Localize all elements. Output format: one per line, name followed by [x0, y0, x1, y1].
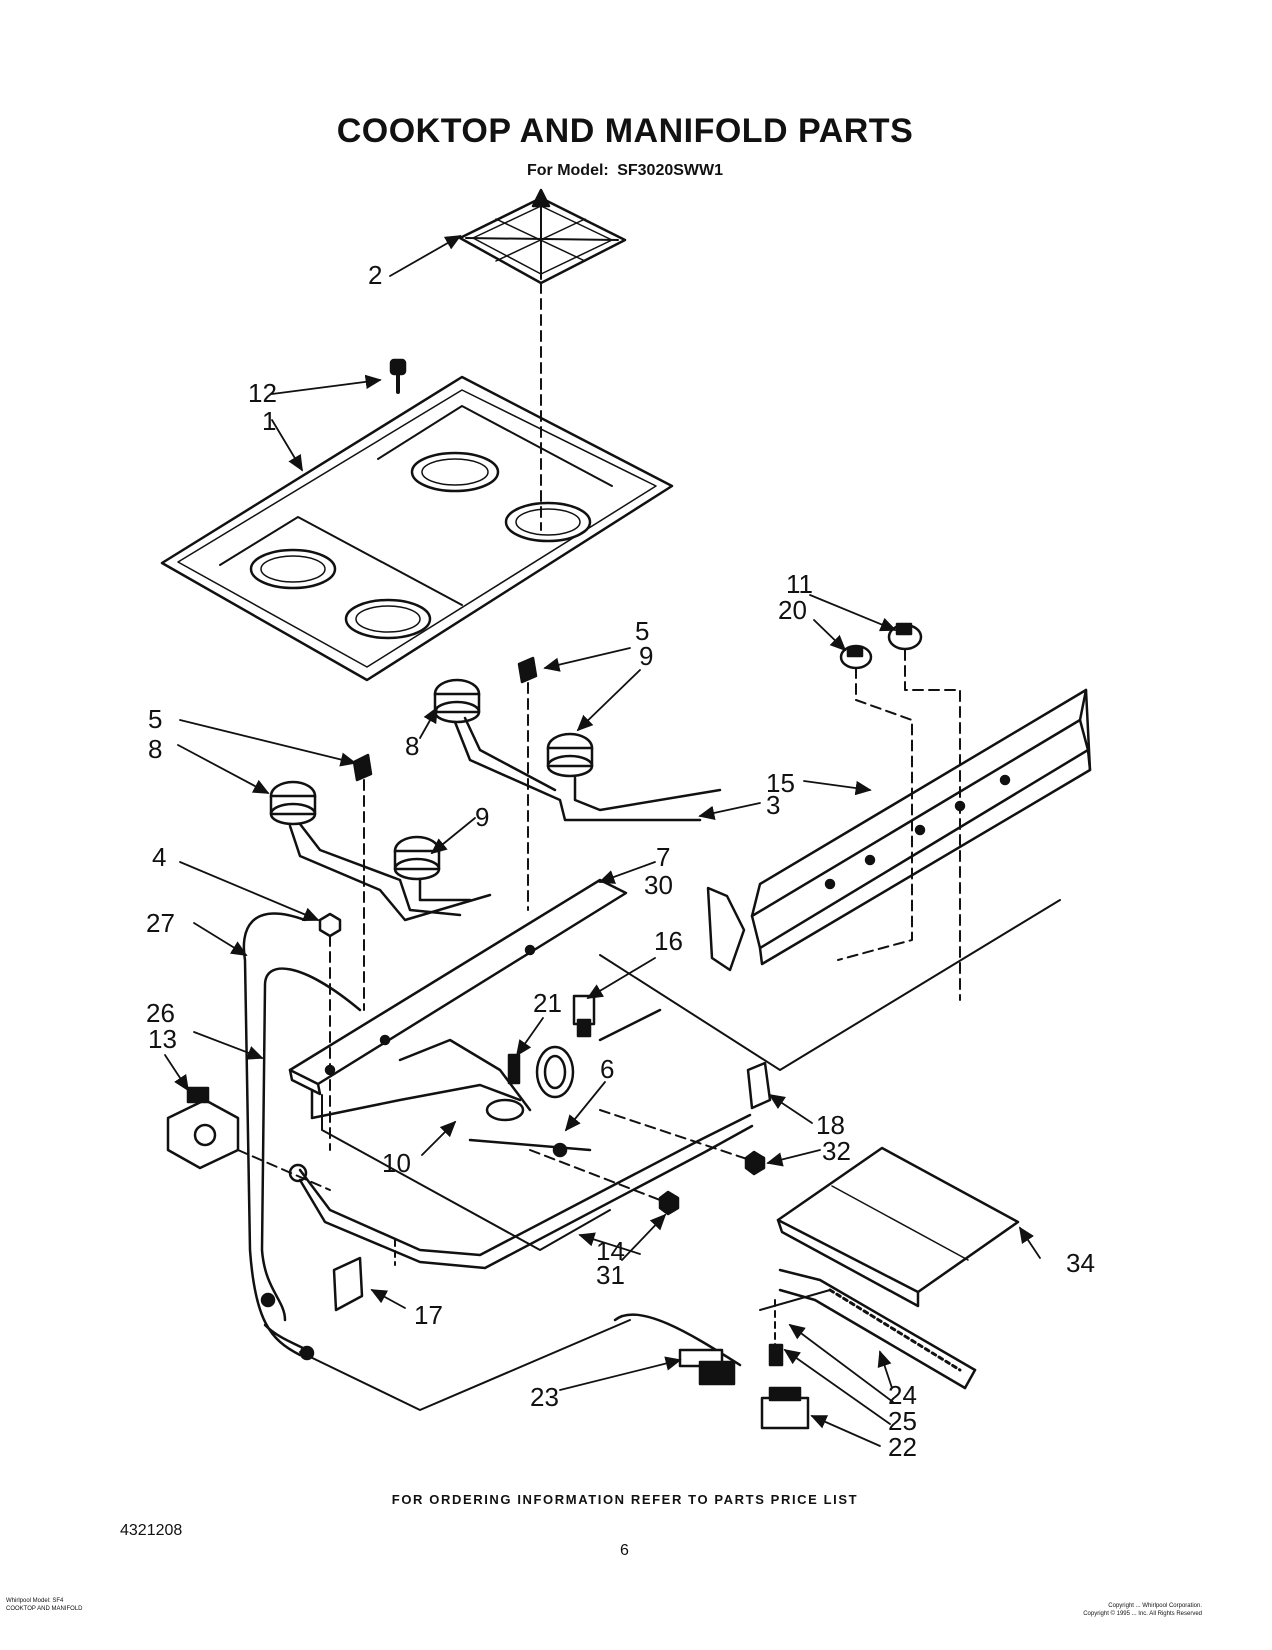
callout-5-front: 5 [148, 704, 162, 734]
fine-print-left-line1: Whirlpool Model: SF4 [6, 1598, 64, 1604]
nut-4-part [318, 912, 342, 938]
front-burner-assembly-part [269, 780, 492, 922]
callout-27: 27 [146, 908, 175, 938]
callout-17: 17 [414, 1300, 443, 1330]
callout-26: 26 [146, 998, 175, 1028]
callout-21: 21 [533, 988, 562, 1018]
callout-14: 14 [596, 1236, 625, 1266]
callout-11: 11 [786, 569, 813, 599]
callout-2: 2 [368, 260, 382, 290]
callout-16: 16 [654, 926, 683, 956]
gas-line-27-part [242, 912, 307, 1357]
callout-4: 4 [152, 842, 166, 872]
bracket-18-part [746, 1061, 772, 1110]
manifold-pipe-10-part [310, 1038, 592, 1158]
model-line: For Model: SF3020SWW1 [0, 162, 1250, 180]
gas-line-26-part [260, 967, 362, 1322]
callout-24: 24 [888, 1380, 917, 1410]
screw-12-part [389, 358, 407, 394]
callout-12: 12 [248, 378, 277, 408]
screw-32-part [744, 1150, 766, 1176]
callout-25: 25 [888, 1406, 917, 1436]
callout-34: 34 [1066, 1248, 1095, 1278]
callout-13: 13 [148, 1024, 177, 1054]
bracket-30-part [706, 886, 746, 972]
fine-print-left-line2: COOKTOP AND MANIFOLD [6, 1606, 83, 1612]
fine-print-right: Copyright ... Whirlpool Corporation. Cop… [1006, 1602, 1202, 1618]
rear-burner-assembly-part [433, 678, 722, 822]
cooktop-part [160, 375, 674, 682]
clip-5-rear-part [517, 656, 538, 684]
callout-9-front: 9 [475, 802, 489, 832]
knob-11-part [887, 622, 923, 651]
fine-print-right-line1: Copyright ... Whirlpool Corporation. [1108, 1603, 1202, 1609]
burner-support-7-part [288, 878, 628, 1096]
model-prefix: For Model: [526, 162, 609, 179]
callout-7: 7 [656, 842, 670, 872]
callout-30: 30 [644, 870, 673, 900]
callout-6: 6 [600, 1054, 614, 1084]
model-number: SF3020SWW1 [617, 162, 724, 179]
regulator-13-part [166, 1086, 240, 1170]
burner-grate-part [458, 188, 627, 285]
callout-5-rear: 5 [635, 616, 649, 646]
fine-print-right-line2: Copyright © 1995 ... Inc. All Rights Res… [1083, 1611, 1202, 1617]
oven-burner-24-part [778, 1268, 977, 1390]
bracket-17-part [332, 1256, 364, 1312]
orifice-25-part [768, 1343, 784, 1367]
callout-3: 3 [766, 790, 780, 820]
valve-23-part [613, 1313, 742, 1386]
shield-34-part [776, 1146, 1020, 1308]
callout-22: 22 [888, 1432, 917, 1462]
page-number: 6 [620, 1542, 629, 1559]
callout-8-front: 8 [148, 734, 162, 764]
ordering-note: FOR ORDERING INFORMATION REFER TO PARTS … [391, 1492, 859, 1507]
callout-1: 1 [262, 406, 276, 436]
callout-9-rear: 9 [639, 641, 653, 671]
page-title: COOKTOP AND MANIFOLD PARTS [336, 112, 914, 150]
spring-6-part [535, 1045, 575, 1099]
exploded-parts-diagram: 2 12 1 5 9 11 20 5 8 8 15 3 9 4 7 30 27 … [146, 188, 1095, 1462]
pilot-21-part [507, 1053, 521, 1085]
igniter-22-part [760, 1386, 810, 1430]
callout-8-rear: 8 [405, 731, 419, 761]
callout-18: 18 [816, 1110, 845, 1140]
screw-31-part [658, 1190, 680, 1216]
manifold-panel-part [750, 688, 1092, 966]
callout-23: 23 [530, 1382, 559, 1412]
callout-20: 20 [778, 595, 807, 625]
clip-5-front-part [352, 753, 373, 782]
document-number: 4321208 [120, 1522, 183, 1539]
knob-20-part [839, 644, 873, 670]
fine-print-left: Whirlpool Model: SF4 COOKTOP AND MANIFOL… [6, 1597, 82, 1613]
callout-10: 10 [382, 1148, 411, 1178]
callout-32: 32 [822, 1136, 851, 1166]
callout-31: 31 [596, 1260, 625, 1290]
switch-16-part [572, 994, 662, 1042]
callout-15: 15 [766, 768, 795, 798]
